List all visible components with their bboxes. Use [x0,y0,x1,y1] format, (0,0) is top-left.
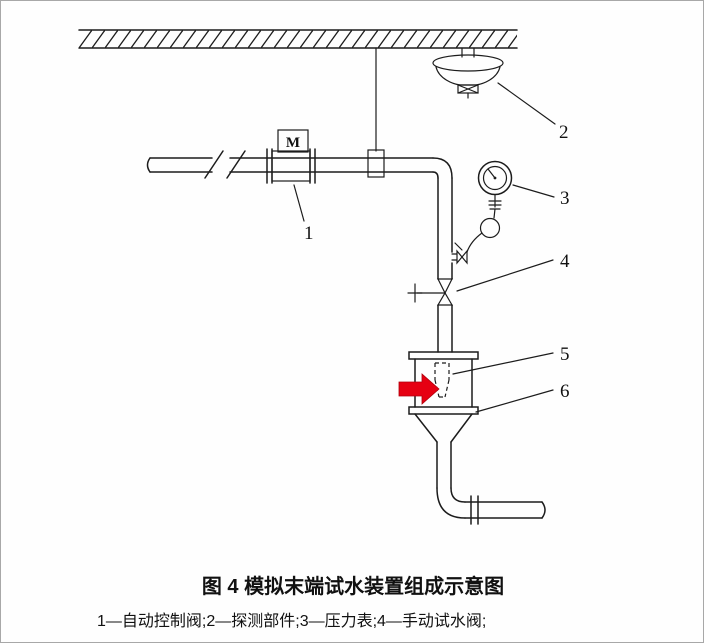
part-label-3: 3 [560,188,570,209]
drain-funnel [414,413,473,443]
leader-lines [293,82,556,413]
supply-pipe [146,157,434,173]
part-label-4: 4 [560,251,570,272]
motor-actuator: M [277,129,309,153]
motor-actuator-label: M [286,135,300,151]
part-label-6: 6 [560,381,570,402]
test-nozzle-dashed [434,362,450,398]
gauge-cock-valve [451,242,468,265]
pressure-gauge [477,160,513,210]
manual-test-valve [407,278,454,306]
figure-caption: 图 4 模拟末端试水装置组成示意图 [202,574,504,598]
part-label-5: 5 [560,344,570,365]
vertical-pipe [437,177,453,353]
sprinkler-detector [432,47,504,99]
sight-chamber [408,351,479,415]
figure-legend: 1—自动控制阀;2—探测部件;3—压力表;4—手动试水阀; [97,612,486,630]
ceiling-hatch [78,29,518,49]
automatic-control-valve [266,148,316,184]
pipe-break-symbol [204,150,246,179]
drain-pipe [436,441,546,525]
part-label-2: 2 [559,122,569,143]
ceiling-drop-rod [367,47,385,178]
part-label-1: 1 [304,223,314,244]
nozzle-pointer-arrow [398,373,440,405]
riser-elbow [432,157,453,179]
gauge-siphon-loop [466,208,501,253]
